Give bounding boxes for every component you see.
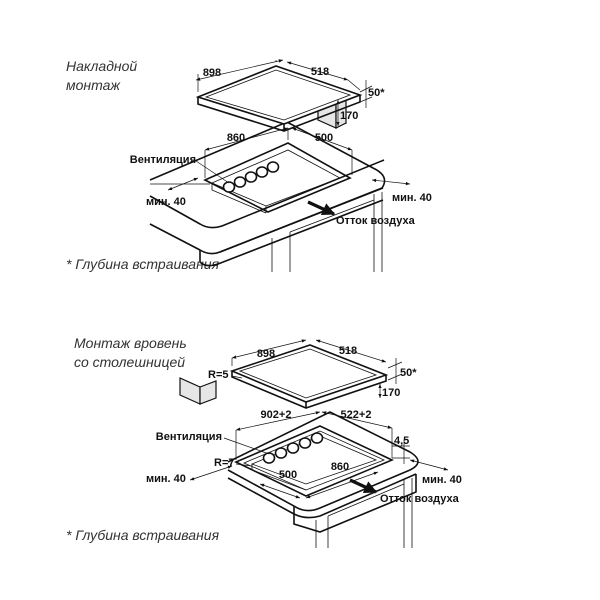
bottom-caption-line2: со столешницей <box>74 354 186 370</box>
top-label-min-right: мин. 40 <box>392 192 432 204</box>
bottom-dimension-lines <box>189 339 449 499</box>
bottom-dim-cut-depth: 500 <box>279 469 297 481</box>
bottom-dim-recess-width: 902+2 <box>261 409 292 421</box>
bottom-dim-hob-depth: 518 <box>339 345 357 357</box>
top-label-ventilation: Вентиляция <box>130 154 196 166</box>
bottom-dim-hob-thickness: 50* <box>400 367 417 379</box>
bottom-caption-line1: Монтаж вровень <box>74 335 187 351</box>
bottom-dim-radius-cut: R=7 <box>214 457 235 469</box>
bottom-label-air-outlet: Отток воздуха <box>380 493 460 505</box>
bottom-vent-holes <box>262 432 324 464</box>
bottom-dimension-labels: 898 518 50* 170 R=5 902+2 522+2 4,5 Вент… <box>146 345 462 505</box>
top-footnote: * Глубина встраивания <box>66 256 220 272</box>
bottom-footnote: * Глубина встраивания <box>66 527 220 543</box>
top-dimension-labels: 898 518 50* 170 860 500 Вентиляция мин. … <box>130 66 432 227</box>
bottom-label-min-left: мин. 40 <box>146 473 186 485</box>
bottom-dim-radius-hob: R=5 <box>208 369 229 381</box>
top-dim-box-height: 170 <box>340 110 358 122</box>
top-dim-hob-width: 898 <box>203 67 221 79</box>
top-hob <box>195 65 363 132</box>
bottom-dim-hob-width: 898 <box>257 348 275 360</box>
bottom-dim-recess-step: 4,5 <box>394 435 409 447</box>
top-caption-line2: монтаж <box>66 77 121 93</box>
top-dim-hob-depth: 518 <box>311 66 329 78</box>
bottom-label-min-right: мин. 40 <box>422 474 462 486</box>
top-cabinet <box>149 121 386 272</box>
top-vent-holes <box>222 161 280 193</box>
top-caption-line1: Накладной <box>66 58 138 74</box>
top-cutout <box>203 142 352 214</box>
top-dim-cut-width: 860 <box>227 132 245 144</box>
top-label-min-left: мин. 40 <box>146 196 186 208</box>
bottom-label-ventilation: Вентиляция <box>156 431 222 443</box>
top-dim-hob-thickness: 50* <box>368 87 385 99</box>
top-dim-cut-depth: 500 <box>315 132 333 144</box>
bottom-dim-box-height: 170 <box>382 387 400 399</box>
bottom-dim-recess-depth: 522+2 <box>341 409 372 421</box>
bottom-dim-cut-width: 860 <box>331 461 349 473</box>
top-label-air-outlet: Отток воздуха <box>336 215 416 227</box>
top-dimension-lines <box>150 59 411 216</box>
